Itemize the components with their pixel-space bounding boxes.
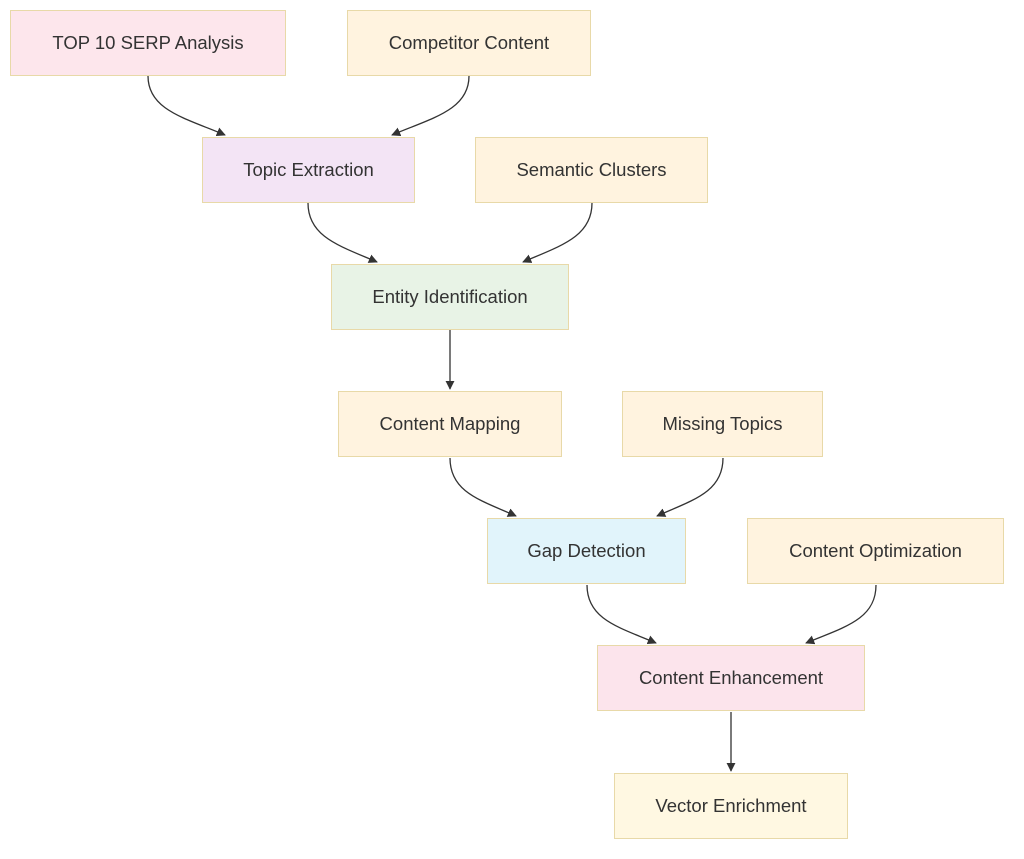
node-content-optimization: Content Optimization: [747, 518, 1004, 584]
node-label: Semantic Clusters: [516, 159, 667, 180]
node-entity-identification: Entity Identification: [331, 264, 569, 330]
node-label: Topic Extraction: [243, 159, 374, 180]
edge-serp-to-topic: [147, 75, 226, 136]
node-label: Content Optimization: [789, 540, 962, 561]
node-label: Competitor Content: [388, 32, 550, 53]
node-missing-topics: Missing Topics: [622, 391, 823, 457]
node-vector-enrichment: Vector Enrichment: [614, 773, 848, 839]
edge-gap-to-enhance: [586, 584, 657, 645]
node-top-10-serp-analysis: TOP 10 SERP Analysis: [10, 10, 286, 76]
edge-missing-to-gap: [656, 457, 724, 517]
node-label: TOP 10 SERP Analysis: [52, 32, 244, 53]
edge-semantic-to-entity: [522, 202, 593, 263]
edge-competitor-to-topic: [391, 75, 470, 136]
node-label: Content Mapping: [379, 413, 521, 434]
node-gap-detection: Gap Detection: [487, 518, 686, 584]
node-topic-extraction: Topic Extraction: [202, 137, 415, 203]
node-label: Entity Identification: [372, 286, 528, 307]
node-label: Gap Detection: [527, 540, 646, 561]
edge-topic-to-entity: [307, 202, 378, 263]
node-content-mapping: Content Mapping: [338, 391, 562, 457]
node-competitor-content: Competitor Content: [347, 10, 591, 76]
node-content-enhancement: Content Enhancement: [597, 645, 865, 711]
edge-mapping-to-gap: [449, 457, 517, 517]
node-label: Vector Enrichment: [655, 795, 807, 816]
node-label: Content Enhancement: [638, 667, 824, 688]
node-label: Missing Topics: [662, 413, 783, 434]
node-semantic-clusters: Semantic Clusters: [475, 137, 708, 203]
edge-optim-to-enhance: [805, 584, 877, 645]
